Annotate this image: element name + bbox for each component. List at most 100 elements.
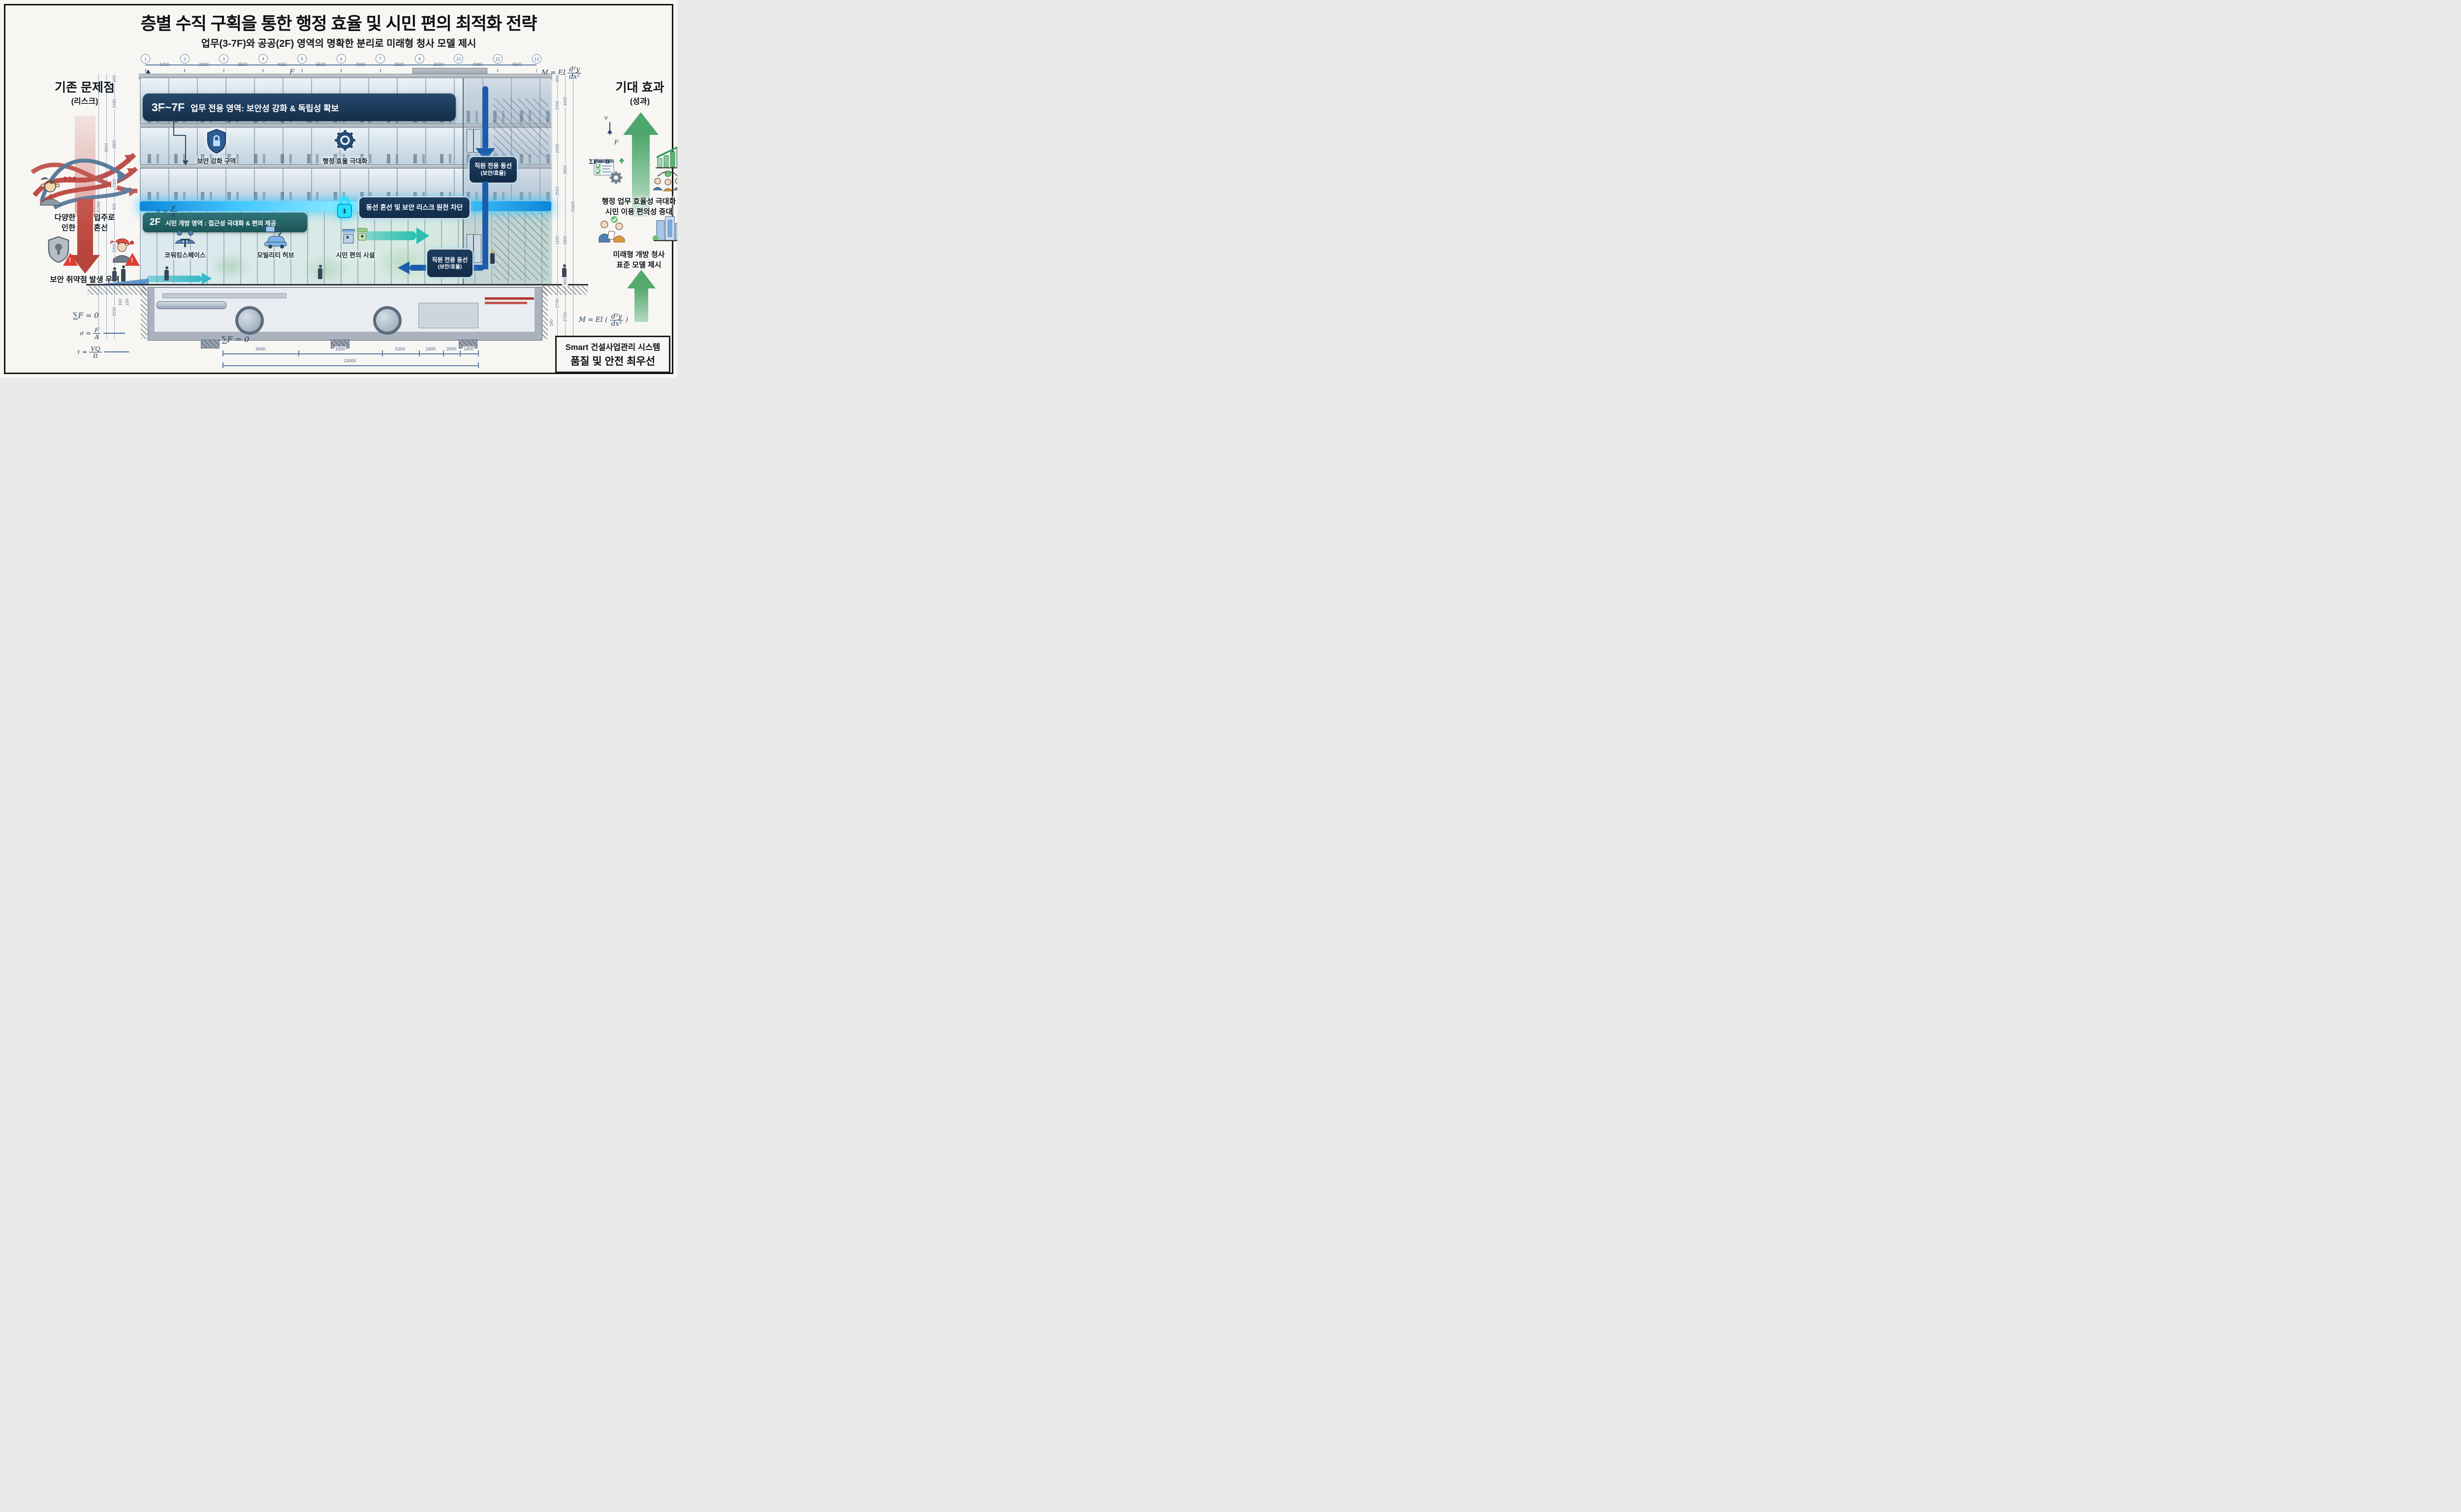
staff-path-lower (482, 182, 488, 269)
grid-bubble: 1 (141, 54, 150, 63)
dim-chain-line (106, 74, 107, 339)
dim-label: 600 (554, 74, 560, 84)
grid-axis-line (145, 64, 536, 65)
dim-tick (222, 350, 223, 356)
footer-quality-box: Smart 건설사업관리 시스템 품질 및 안전 최우선 (555, 336, 670, 373)
grid-bubble-label: 7 (379, 56, 381, 62)
formula-numerator: d²y (609, 313, 624, 321)
warning-triangle-icon: ! (125, 253, 140, 266)
staff-route-label: 직원 전용 동선 (432, 256, 468, 263)
dim-tick (443, 350, 444, 356)
pipe-section-large (235, 306, 264, 335)
dim-tick (478, 350, 479, 356)
formula-lhs: σ = (157, 207, 168, 215)
confused-person-icon (40, 177, 61, 206)
force-symbol-v: v (604, 114, 608, 121)
dim-label: 190 (548, 318, 554, 328)
benefit-up-arrow-head (623, 112, 659, 135)
dim-chain-line (557, 74, 558, 339)
bay-dimension: 3500 (237, 62, 248, 67)
grid-bubble-label: 4 (261, 56, 264, 62)
formula-equilibrium-right: ΣF= 0 (589, 158, 610, 166)
formula-close: ) (625, 316, 629, 324)
mobility-hub-icon (264, 226, 287, 249)
grid-bubble-label: 5 (300, 56, 303, 62)
pile-footing (201, 340, 220, 348)
dim-label: 900 (562, 277, 568, 286)
formula-equilibrium-bottomleft: ∑F = 0 (73, 311, 99, 320)
formula-numerator: F (93, 327, 100, 334)
lobby-visitor-figure (164, 266, 169, 281)
formula-numerator: d²y (568, 66, 581, 74)
dim-chain-line (565, 74, 566, 339)
dim-label: 4000 (254, 346, 267, 351)
load-path-line (173, 135, 186, 136)
dim-label: 2400 (554, 143, 560, 155)
dim-label: 160 (117, 297, 123, 307)
dim-label: 600 (111, 74, 117, 84)
pile-footing (331, 340, 349, 348)
warning-mark: ! (131, 256, 133, 264)
grid-bubble-label: 11 (495, 56, 501, 62)
force-line (609, 122, 610, 135)
dim-label: 1500 (334, 346, 347, 351)
dim-label: 3300 (111, 242, 117, 254)
benefit-item1-line2: 시민 이용 편의성 증대 (605, 208, 673, 216)
staff-route-sublabel: (보안/효율) (480, 170, 506, 176)
excavation-hatch-right (541, 286, 548, 339)
red-pipe (485, 302, 527, 304)
force-symbol-f: F (614, 139, 619, 146)
dim-label: 2800 (111, 138, 117, 150)
bay-dimension: 4060 (277, 62, 287, 67)
risk-down-arrow-head (70, 255, 100, 274)
arrow-down-icon (183, 160, 189, 165)
formula-denominator: dx² (611, 320, 622, 328)
grid-bubble: 7 (376, 54, 385, 63)
dim-label: 900 (111, 202, 117, 212)
red-pipe (485, 297, 534, 300)
amenity-coworking-label: 코워킹스페이스 (164, 252, 206, 259)
risk-heading: 기존 문제점 (55, 81, 115, 94)
warning-mark: ! (69, 256, 71, 264)
page-title: 층별 수직 구획을 통한 행정 효율 및 시민 편의 최적화 전략 (140, 14, 537, 33)
dim-label: 2000 (445, 346, 458, 351)
staff-route-pill-lower: 직원 전용 동선 (보안/효율) (426, 249, 473, 278)
dim-label: 2300 (111, 177, 117, 189)
dim-label: 1100 (554, 234, 560, 246)
bay-dimension: 1400 (159, 62, 170, 67)
citizen-zone-floor: 2F (150, 217, 161, 227)
amenity-facility-label: 시민 편의 시설 (336, 252, 375, 259)
bay-dimension: 3000 (433, 62, 444, 67)
soil-hatch-right (541, 286, 588, 295)
dim-label: 2030 (111, 306, 117, 317)
question-marks: ??? (63, 175, 77, 184)
dim-label: 2800 (562, 234, 568, 246)
formula-denominator: A (171, 211, 176, 219)
bay-dimension: 2500 (394, 62, 405, 67)
leader-line (104, 351, 129, 352)
staff-path-upper (482, 86, 488, 149)
formula-denominator: dx² (569, 73, 580, 81)
staff-route-pill-upper: 직원 전용 동선 (보안/효율) (469, 156, 518, 184)
grid-bubble-label: 10 (456, 56, 461, 62)
grid-bubble: 11 (493, 54, 503, 63)
open-building-icon (653, 216, 677, 241)
grid-bubble: 12 (532, 54, 541, 63)
gear-badge-icon (335, 130, 355, 151)
divider-label-pill: 동선 혼선 및 보안 리스크 원천 차단 (358, 196, 471, 219)
excavation-hatch-left (141, 286, 147, 339)
dim-label: 25600 (570, 200, 576, 214)
formula-lhs: σ = (80, 329, 91, 337)
dim-label: 3400 (562, 95, 568, 107)
pile-footing (459, 340, 477, 348)
grid-bubble-label: 1 (144, 56, 147, 62)
benefit-up-arrow2-shaft (634, 287, 648, 322)
dim-label: 100 (124, 297, 130, 307)
benefit-item1-line1: 행정 업무 효율성 극대화 (601, 197, 676, 206)
dim-label: 1400 (462, 346, 475, 351)
dim-tick (460, 350, 461, 356)
